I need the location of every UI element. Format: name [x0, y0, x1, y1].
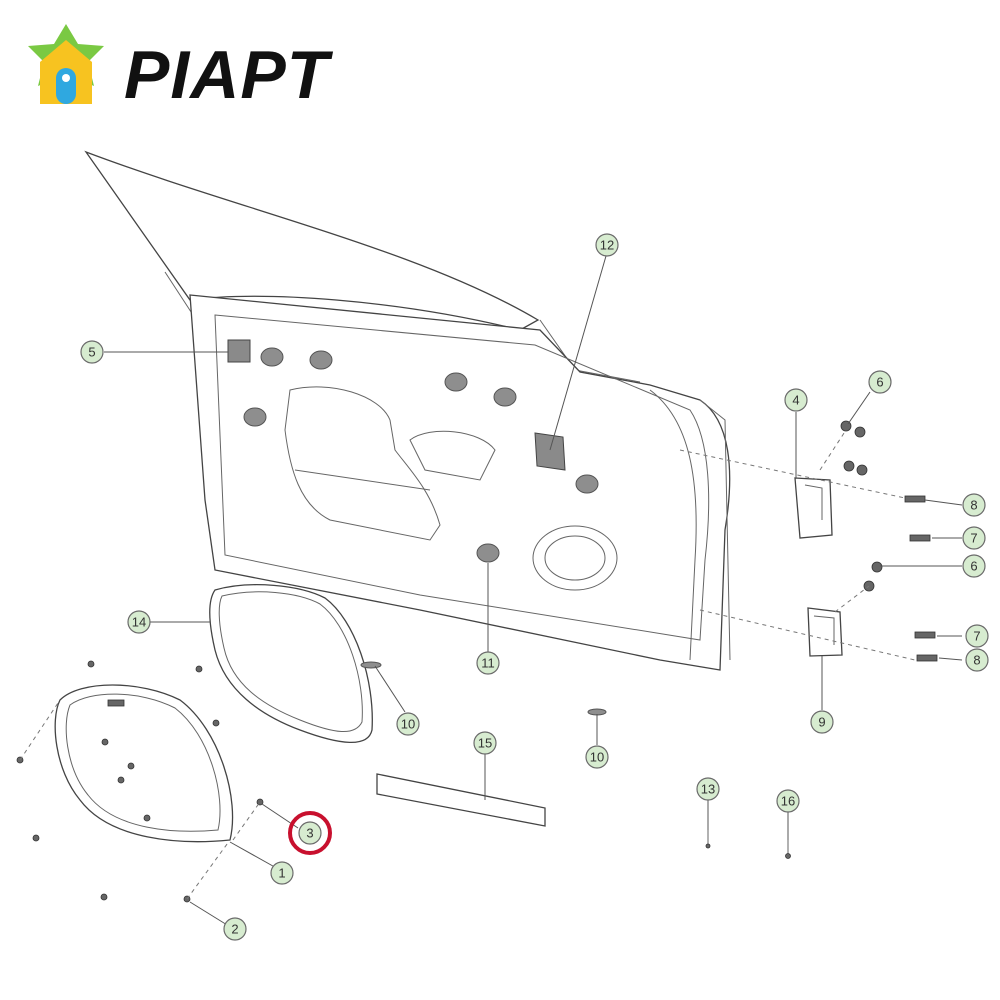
callout-14: 14 [127, 610, 151, 634]
svg-text:2: 2 [231, 922, 238, 937]
hinge-nuts [840, 420, 883, 592]
callout-16: 16 [776, 789, 800, 813]
upper-hinge [794, 477, 833, 539]
callout-10-left: 10 [396, 712, 420, 736]
callout-11: 11 [476, 651, 500, 675]
callout-7-upper: 7 [962, 526, 986, 550]
callout-6-lower: 6 [962, 554, 986, 578]
svg-text:9: 9 [818, 715, 825, 730]
trim-cover [54, 684, 234, 843]
svg-text:8: 8 [970, 498, 977, 513]
svg-text:5: 5 [88, 345, 95, 360]
svg-text:6: 6 [876, 375, 883, 390]
callout-15: 15 [473, 731, 497, 755]
svg-text:13: 13 [701, 782, 715, 797]
svg-text:7: 7 [973, 629, 980, 644]
svg-text:3: 3 [306, 826, 313, 841]
svg-text:12: 12 [600, 238, 614, 253]
lower-hinge [807, 607, 843, 657]
svg-text:4: 4 [792, 393, 799, 408]
hinge-bolts [904, 495, 938, 662]
brand-name: PIAPT [124, 37, 334, 113]
protective-strip [376, 773, 546, 827]
callout-2: 2 [223, 917, 247, 941]
callout-3-highlighted: 3 [288, 811, 332, 855]
svg-text:11: 11 [481, 656, 495, 671]
highlight-ring [288, 811, 332, 855]
callout-7-lower: 7 [965, 624, 989, 648]
callout-5: 5 [80, 340, 104, 364]
leader-lines [104, 255, 963, 929]
svg-text:16: 16 [781, 794, 795, 809]
logo-mark-icon [28, 24, 104, 104]
callout-8-upper: 8 [962, 493, 986, 517]
svg-text:15: 15 [478, 736, 492, 751]
callout-6-upper: 6 [868, 370, 892, 394]
callout-8-lower: 8 [965, 648, 989, 672]
weatherstrip [209, 584, 373, 744]
loose-fasteners [16, 660, 264, 903]
svg-text:10: 10 [401, 717, 415, 732]
brand-logo: PIAPT [28, 24, 334, 113]
pins [705, 830, 791, 859]
svg-text:6: 6 [970, 559, 977, 574]
svg-text:10: 10 [590, 750, 604, 765]
svg-text:8: 8 [973, 653, 980, 668]
callout-10-right: 10 [585, 745, 609, 769]
callout-12: 12 [595, 233, 619, 257]
assembly-lines [232, 429, 916, 841]
callout-13: 13 [696, 777, 720, 801]
svg-text:7: 7 [970, 531, 977, 546]
svg-text:1: 1 [278, 866, 285, 881]
callout-1: 1 [270, 861, 294, 885]
callout-9: 9 [810, 710, 834, 734]
svg-text:14: 14 [132, 615, 146, 630]
callout-4: 4 [784, 388, 808, 412]
door-inner-panel [189, 294, 731, 671]
